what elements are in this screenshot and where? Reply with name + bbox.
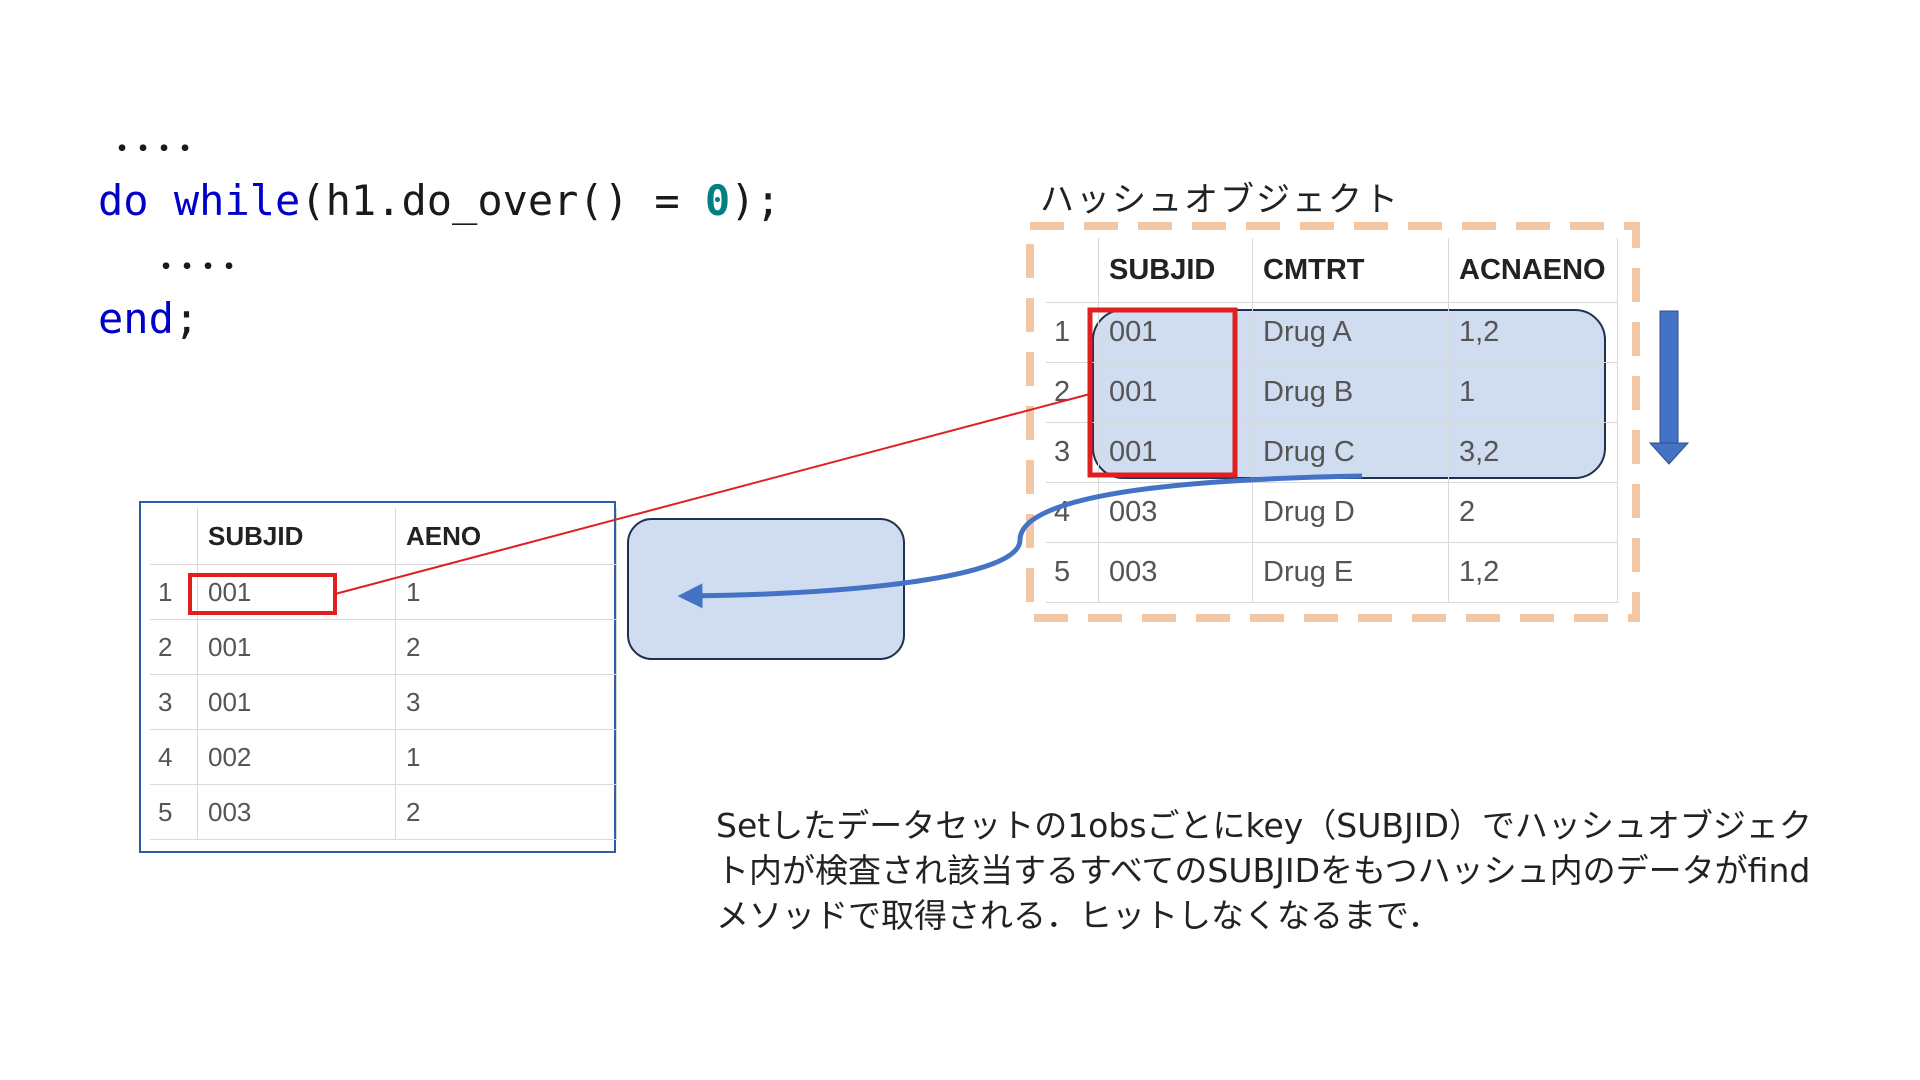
cell-subjid: 001 xyxy=(1098,302,1253,363)
keyword-do: do xyxy=(98,176,149,225)
code-line-2: do while(h1.do_over() = 0); xyxy=(98,180,781,222)
hash-header-cmtrt: CMTRT xyxy=(1252,238,1449,303)
code-number: 0 xyxy=(704,176,731,225)
dataset-header-rownum xyxy=(150,508,198,565)
cell-cmtrt: Drug B xyxy=(1252,362,1449,423)
code-call: (h1.do_over() = xyxy=(300,176,705,225)
cell-aeno: 2 xyxy=(395,619,617,675)
row-number: 5 xyxy=(150,784,198,840)
retrieved-data-box xyxy=(627,518,905,660)
cell-aeno: 2 xyxy=(395,784,617,840)
cell-cmtrt: Drug E xyxy=(1252,542,1449,603)
code-end: ); xyxy=(730,176,781,225)
hash-object-title: ハッシュオブジェクト xyxy=(1040,180,1400,220)
cell-cmtrt: Drug A xyxy=(1252,302,1449,363)
hash-object-dashed-frame xyxy=(1026,222,1640,622)
code-semicolon: ; xyxy=(173,294,200,343)
cell-acnaeno: 2 xyxy=(1448,482,1618,543)
row-number: 3 xyxy=(150,674,198,730)
keyword-while: while xyxy=(173,176,301,225)
hash-header-subjid: SUBJID xyxy=(1098,238,1253,303)
cell-acnaeno: 1,2 xyxy=(1448,302,1618,363)
cell-aeno: 3 xyxy=(395,674,617,730)
cell-subjid: 002 xyxy=(197,729,396,785)
dataset-header-subjid: SUBJID xyxy=(197,508,396,565)
hash-table-header: SUBJID CMTRT ACNAENO xyxy=(1046,238,1618,303)
retrieval-arrow xyxy=(677,473,1363,609)
dataset-key-highlight xyxy=(188,573,337,615)
code-line-4: end; xyxy=(98,298,199,340)
cell-acnaeno: 1 xyxy=(1448,362,1618,423)
cell-cmtrt: Drug C xyxy=(1252,422,1449,483)
row-number: 5 xyxy=(1046,542,1099,603)
cell-subjid: 001 xyxy=(197,619,396,675)
cell-subjid: 003 xyxy=(1098,542,1253,603)
cell-acnaeno: 1,2 xyxy=(1448,542,1618,603)
key-match-line xyxy=(334,393,1091,595)
cell-cmtrt: Drug D xyxy=(1252,482,1449,543)
dataset-header-aeno: AENO xyxy=(395,508,617,565)
cell-subjid: 001 xyxy=(197,674,396,730)
code-line-1: ．．．． xyxy=(112,112,218,161)
description-text: Setしたデータセットの1obsごとにkey（SUBJID）でハッシュオブジェク… xyxy=(716,806,1812,935)
hash-key-highlight xyxy=(1087,307,1238,478)
hash-header-rownum xyxy=(1046,238,1099,303)
row-number: 2 xyxy=(150,619,198,675)
hash-header-acnaeno: ACNAENO xyxy=(1448,238,1618,303)
dataset-table-header: SUBJID AENO xyxy=(150,508,617,565)
row-number: 4 xyxy=(150,729,198,785)
code-line-3: ．．．． xyxy=(156,230,262,279)
keyword-end: end xyxy=(98,294,174,343)
cell-subjid: 001 xyxy=(1098,362,1253,423)
cell-subjid: 003 xyxy=(197,784,396,840)
cell-acnaeno: 3,2 xyxy=(1448,422,1618,483)
cell-aeno: 1 xyxy=(395,564,617,620)
cell-aeno: 1 xyxy=(395,729,617,785)
scan-down-arrow-icon xyxy=(1648,310,1690,465)
